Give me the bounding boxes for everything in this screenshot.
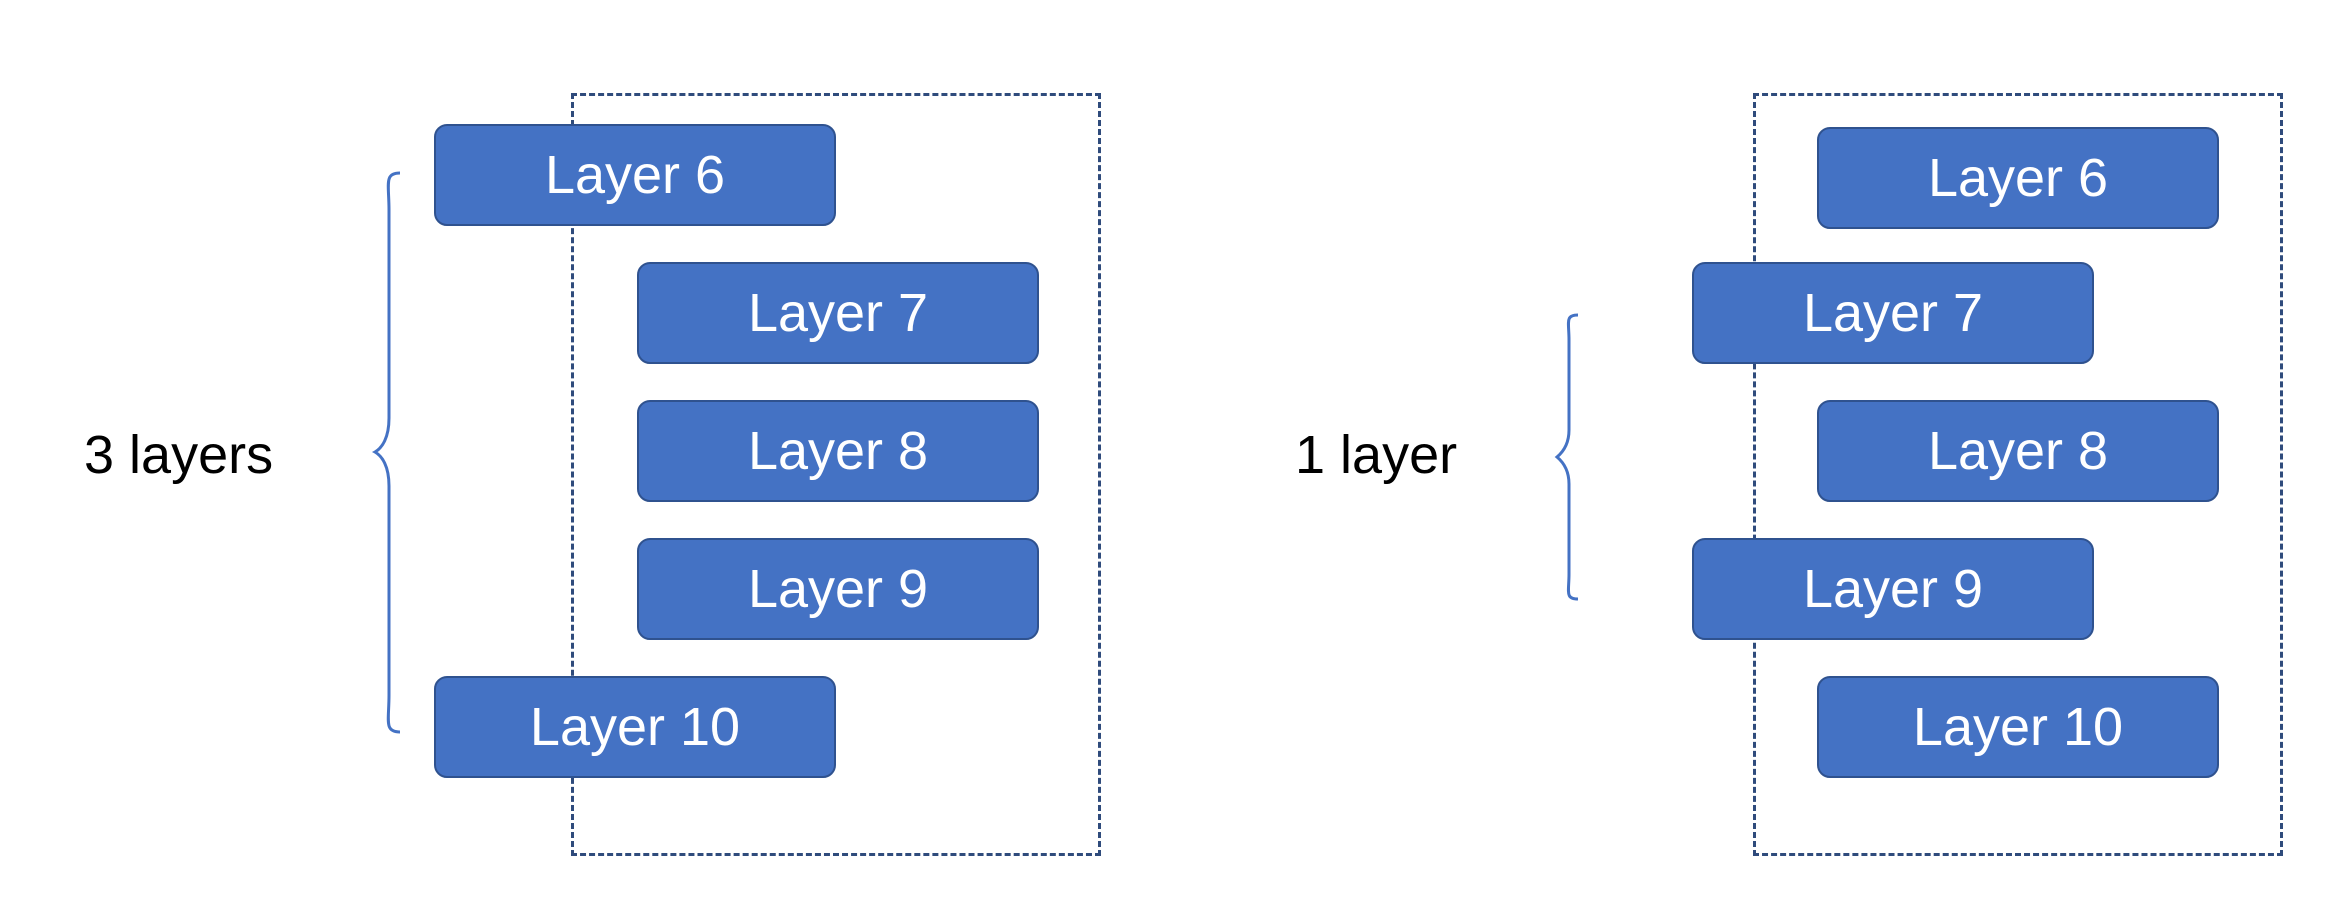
layer-box-8: Layer 8 <box>637 400 1039 502</box>
layer-box-10: Layer 10 <box>434 676 836 778</box>
layer-box-9: Layer 9 <box>1692 538 2094 640</box>
curly-brace-icon <box>371 171 401 734</box>
layer-label: Layer 9 <box>1802 559 1984 619</box>
layer-box-9: Layer 9 <box>637 538 1039 640</box>
diagram-panel-right: 1 layer Layer 6 Layer 7 Layer 8 Layer 9 … <box>1171 0 2342 914</box>
layer-label: Layer 10 <box>529 697 741 757</box>
curly-brace-icon <box>1554 313 1579 601</box>
layer-label: Layer 7 <box>747 283 929 343</box>
layer-box-6: Layer 6 <box>1817 127 2219 229</box>
group-label: 1 layer <box>1295 425 1458 485</box>
dashed-region <box>571 93 1101 856</box>
layer-box-10: Layer 10 <box>1817 676 2219 778</box>
layer-label: Layer 8 <box>747 421 929 481</box>
diagram-panel-left: 3 layers Layer 6 Layer 7 Layer 8 Layer 9… <box>84 93 1101 856</box>
dashed-region <box>1753 93 2283 856</box>
layer-label: Layer 6 <box>544 145 726 205</box>
layer-label: Layer 9 <box>747 559 929 619</box>
layer-label: Layer 8 <box>1927 421 2109 481</box>
layer-box-7: Layer 7 <box>1692 262 2094 364</box>
layer-label: Layer 10 <box>1912 697 2124 757</box>
layer-box-8: Layer 8 <box>1817 400 2219 502</box>
layer-box-6: Layer 6 <box>434 124 836 226</box>
layer-label: Layer 6 <box>1927 148 2109 208</box>
group-label: 3 layers <box>84 425 274 485</box>
layer-label: Layer 7 <box>1802 283 1984 343</box>
layer-box-7: Layer 7 <box>637 262 1039 364</box>
